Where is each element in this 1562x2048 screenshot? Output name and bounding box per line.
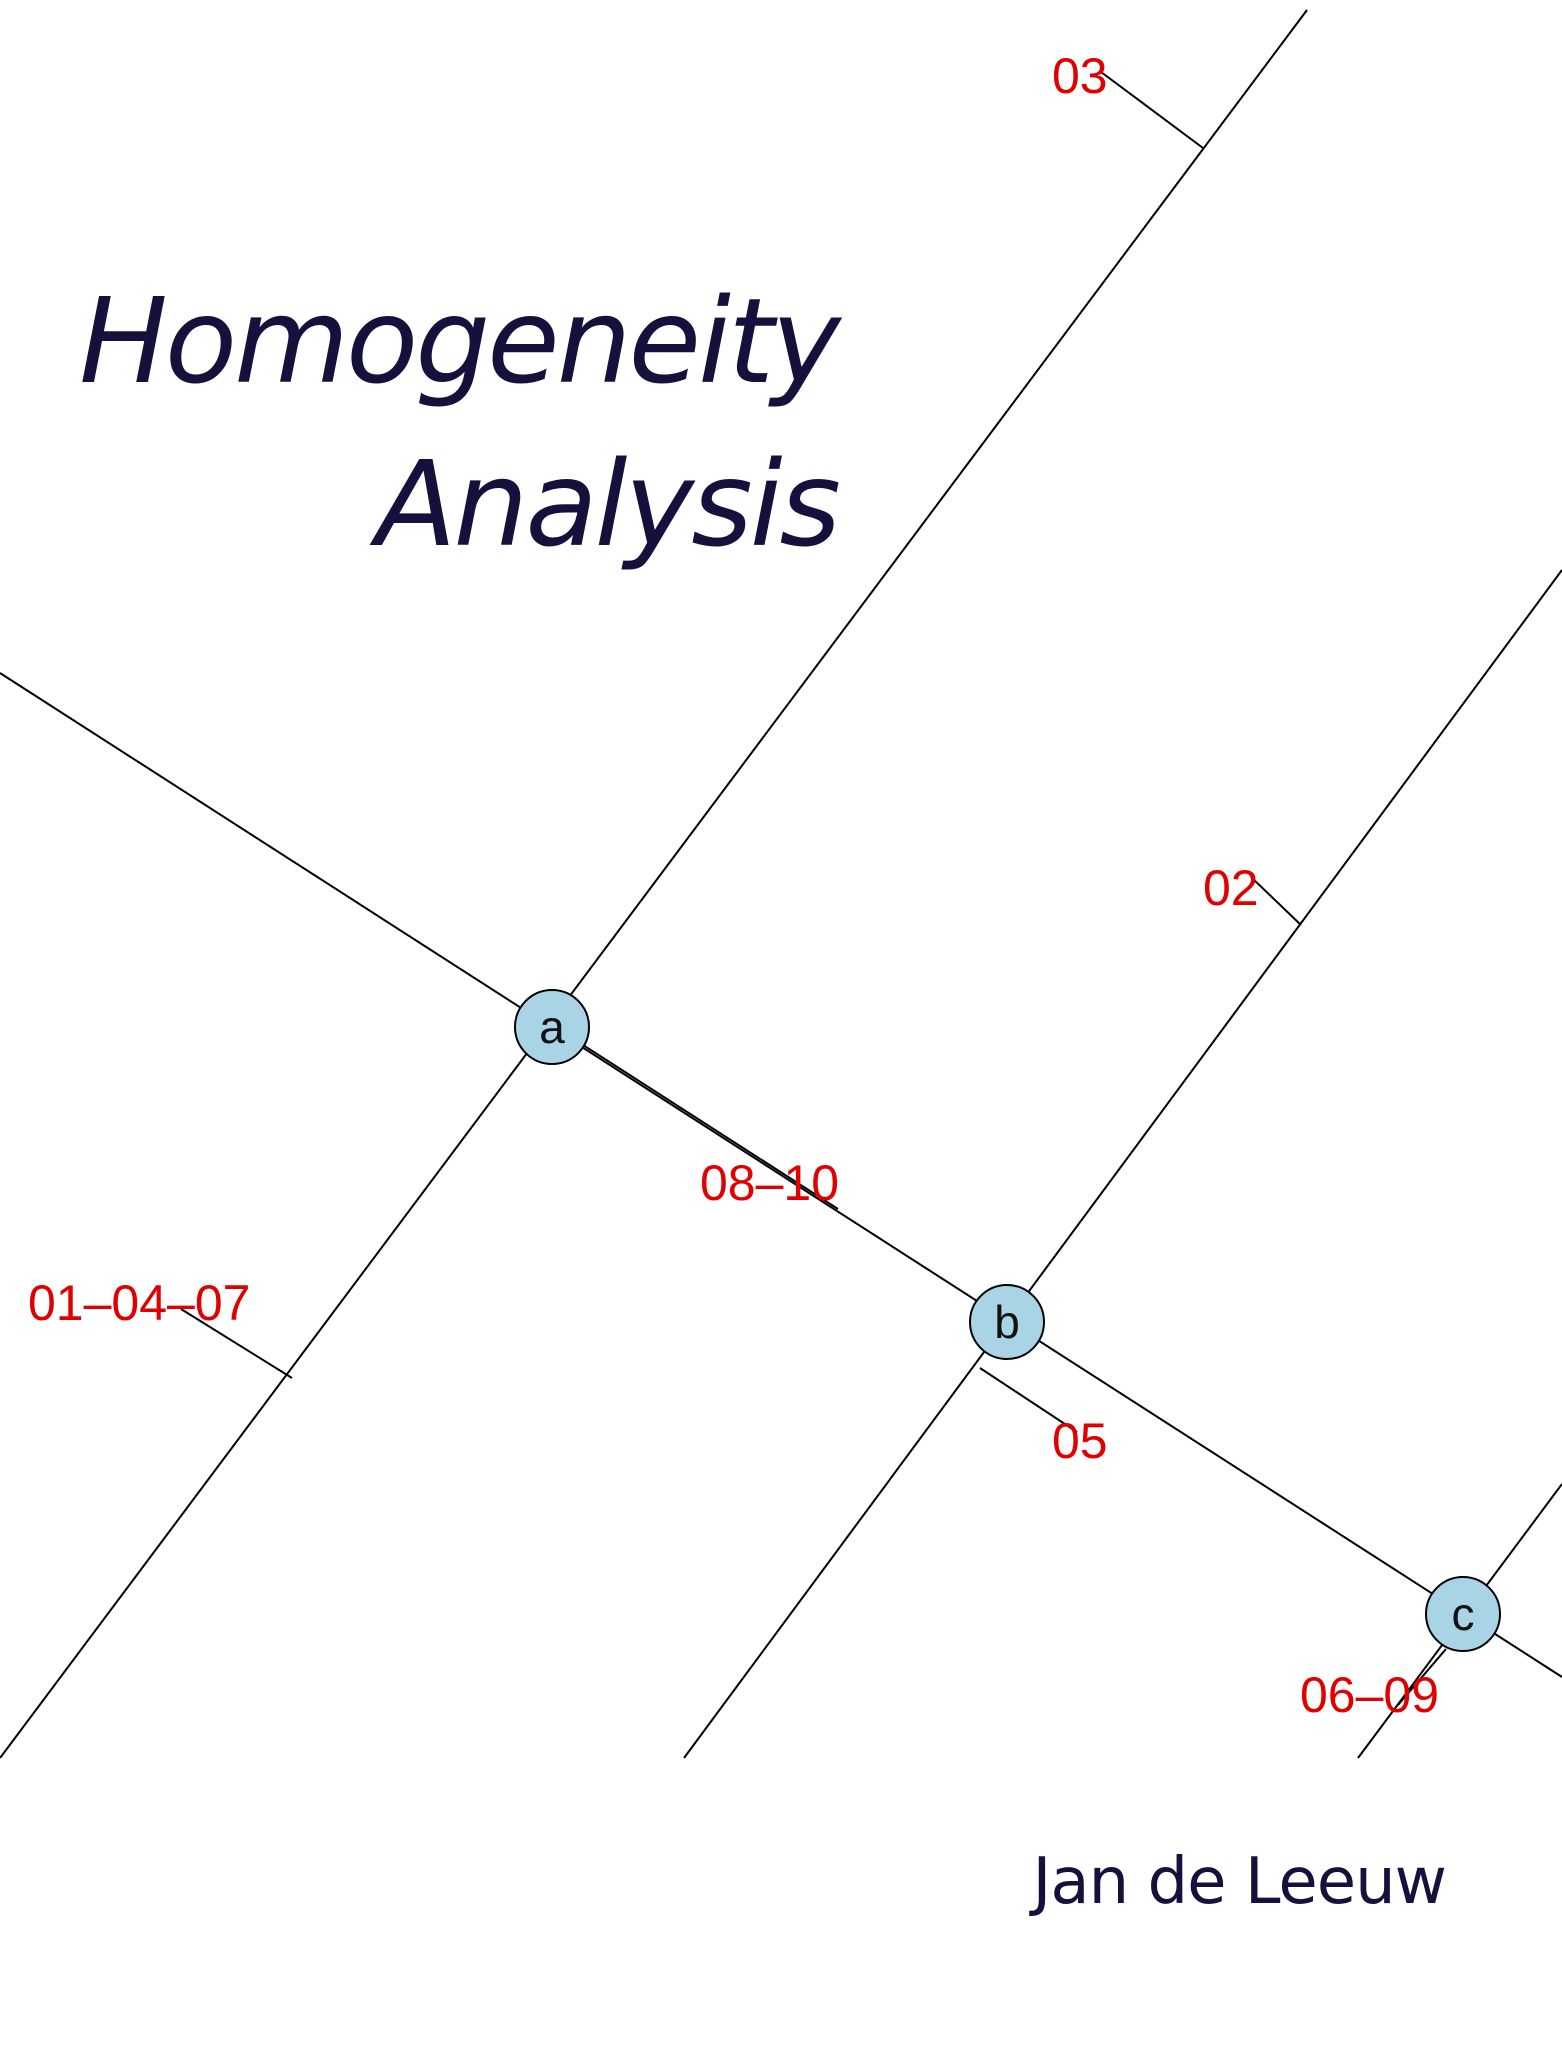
spoke-02 — [1250, 876, 1302, 926]
author-name: Jan de Leeuw — [1032, 1845, 1447, 1919]
node-c: c — [1425, 1576, 1501, 1652]
label-02: 02 — [1203, 860, 1259, 916]
node-b: b — [969, 1284, 1045, 1360]
node-a: a — [514, 989, 590, 1065]
spoke-01-04-07 — [180, 1308, 293, 1379]
title-line-2: Analysis — [375, 435, 841, 573]
main-axis-line — [0, 672, 1562, 1678]
node-b-label: b — [994, 1296, 1020, 1348]
spoke-05 — [979, 1367, 1078, 1433]
node-c-label: c — [1452, 1588, 1475, 1640]
label-01-04-07: 01–04–07 — [28, 1275, 250, 1331]
label-03: 03 — [1052, 48, 1108, 104]
spoke-03 — [1100, 71, 1204, 149]
parallel-line-1 — [0, 9, 1308, 1759]
label-08-10: 08–10 — [700, 1155, 839, 1211]
spoke-08-10 — [554, 1026, 839, 1210]
title-line-1: Homogeneity — [79, 272, 841, 410]
parallel-line-2 — [683, 569, 1562, 1759]
node-a-label: a — [539, 1001, 565, 1053]
label-05: 05 — [1052, 1413, 1108, 1469]
label-06-09: 06–09 — [1300, 1667, 1439, 1723]
spoke-06-09 — [1397, 1648, 1447, 1706]
